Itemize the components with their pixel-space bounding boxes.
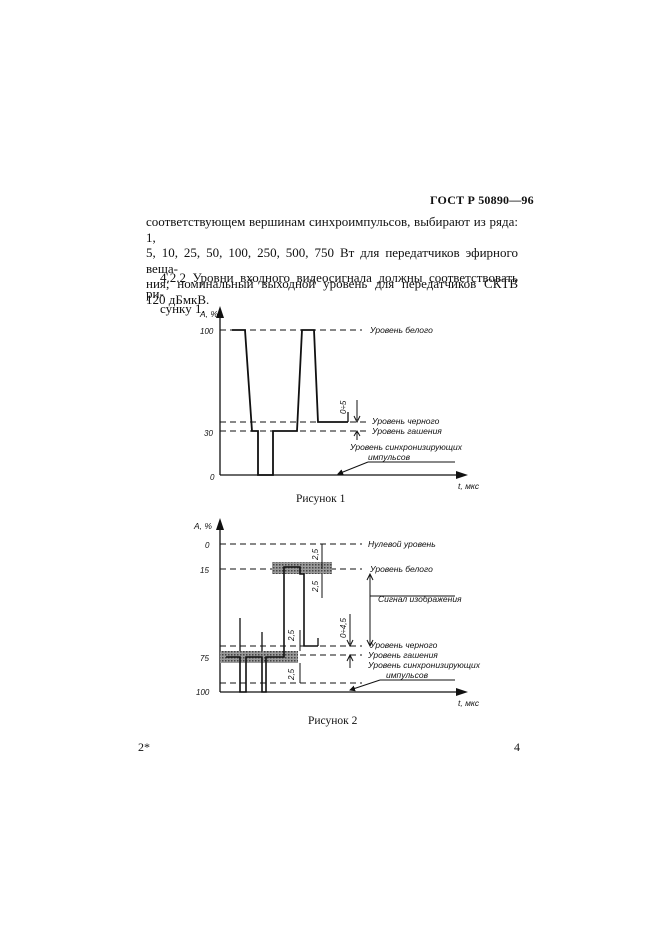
figure-2: A, % t, мкс 0 15 75 100 2,5 2,5 2,5 2,5	[193, 518, 481, 708]
figure-2-caption: Рисунок 2	[308, 715, 358, 727]
fig2-y-arrow	[216, 518, 224, 530]
text-line: сунку 1.	[160, 301, 205, 316]
fig2-tick-15: 15	[200, 566, 209, 575]
fig1-label-sync: Уровень синхронизирующих	[349, 442, 463, 452]
fig2-white-band	[272, 562, 332, 574]
fig2-label-blanking: Уровень гашения	[367, 650, 438, 660]
fig2-label-zero: Нулевой уровень	[368, 539, 436, 549]
fig1-y-label: A, %	[199, 309, 218, 319]
fig2-dim-a-label: 2,5	[311, 548, 320, 561]
fig1-label-blanking: Уровень гашения	[371, 426, 442, 436]
figure-1-caption: Рисунок 1	[296, 493, 346, 505]
fig2-dim-b-label: 2,5	[311, 580, 320, 593]
fig1-label-sync-2: импульсов	[368, 452, 411, 462]
figure-1: A, % t, мкс 100 30 0 0÷5 Уровень белого …	[199, 306, 480, 491]
fig2-label-white: Уровень белого	[369, 564, 433, 574]
page-number: 4	[514, 740, 520, 754]
fig2-signal-arrow-top	[366, 572, 374, 581]
fig1-dim-label: 0÷5	[339, 400, 348, 414]
footer-signature-mark: 2*	[138, 740, 150, 754]
fig1-y-arrow	[216, 306, 224, 318]
fig2-dim-range-label: 0÷4,5	[339, 617, 348, 638]
fig1-dim-arrow-top	[353, 415, 361, 424]
fig1-sync-leader	[337, 461, 369, 475]
fig2-range-arrow-b	[346, 653, 354, 662]
fig2-signal-arrow-bottom	[366, 639, 374, 648]
fig2-label-sync: Уровень синхронизирующих	[367, 660, 481, 670]
paragraph-4-2-2: 4.2.2 Уровни входного видеосигнала должн…	[146, 270, 518, 317]
fig2-waveform	[226, 566, 318, 693]
fig2-y-label: A, %	[193, 521, 212, 531]
fig1-tick-30: 30	[204, 429, 213, 438]
fig2-tick-75: 75	[200, 654, 209, 663]
text-line: 120 дБмкВ.	[146, 291, 210, 307]
fig1-x-arrow	[456, 471, 468, 479]
text-line: 4.2.2 Уровни входного видеосигнала должн…	[146, 270, 518, 301]
fig2-label-sync-2: импульсов	[386, 670, 429, 680]
fig2-tick-0: 0	[205, 541, 210, 550]
fig2-dim-c-label: 2,5	[287, 629, 296, 642]
paragraph-continuation: соответствующем вершинам синхроимпульсов…	[146, 214, 518, 307]
fig2-label-black: Уровень черного	[369, 640, 438, 650]
fig2-x-label: t, мкс	[458, 698, 480, 708]
fig2-label-signal: Сигнал изображения	[378, 594, 462, 604]
fig1-x-label: t, мкс	[458, 481, 480, 491]
fig2-dim-d-label: 2,5	[287, 668, 296, 681]
fig1-dim-arrow-bottom	[353, 430, 361, 437]
text-line: соответствующем вершинам синхроимпульсов…	[146, 214, 518, 245]
fig2-tick-100: 100	[196, 688, 210, 697]
fig1-tick-100: 100	[200, 327, 214, 336]
fig2-range-arrow-a	[346, 639, 354, 648]
text-line: 5, 10, 25, 50, 100, 250, 500, 750 Вт для…	[146, 245, 518, 276]
fig1-label-black: Уровень черного	[371, 416, 440, 426]
fig2-x-arrow	[456, 688, 468, 696]
text-line: ния; номинальный выходной уровень для пе…	[146, 276, 518, 291]
fig1-label-white: Уровень белого	[369, 325, 433, 335]
fig1-waveform	[232, 329, 348, 476]
fig2-sync-leader	[349, 679, 381, 692]
fig1-tick-0: 0	[210, 473, 215, 482]
document-id: ГОСТ Р 50890—96	[430, 193, 534, 207]
